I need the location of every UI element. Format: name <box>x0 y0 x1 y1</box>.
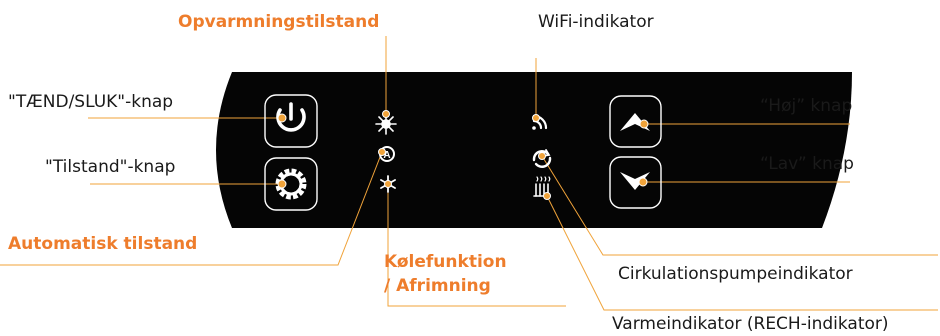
high-button <box>609 95 662 148</box>
power-button <box>264 94 318 148</box>
power-button-label: "TÆND/SLUK"-knap <box>8 92 174 112</box>
mode-button-label: "Tilstand"-knap <box>45 157 176 177</box>
circulation-pump-label: Cirkulationspumpeindikator <box>618 264 853 284</box>
low-button-label: “Lav” knap <box>760 154 854 174</box>
circulation-icon <box>532 149 552 168</box>
control-panel <box>216 72 852 228</box>
svg-text:A: A <box>383 150 390 161</box>
sun-icon <box>375 110 397 135</box>
heater-icon <box>533 176 551 200</box>
low-button <box>609 156 662 209</box>
mode-button <box>264 157 318 211</box>
high-button-label: “Høj” knap <box>760 96 853 116</box>
leader-lines <box>0 36 938 311</box>
wifi-indicator-label: WiFi-indikator <box>538 12 654 32</box>
auto-mode-label: Automatisk tilstand <box>8 234 198 254</box>
wifi-icon <box>532 114 548 130</box>
cooling-mode-label-line1: Kølefunktion <box>384 252 507 272</box>
auto-a-icon: A <box>378 146 395 162</box>
chevron-down-icon <box>620 172 650 190</box>
heater-indicator-label: Varmeindikator (RECH-indikator) <box>612 314 889 334</box>
cooling-mode-label-line2: / Afrimning <box>384 276 491 296</box>
snowflake-icon <box>380 175 396 193</box>
heating-mode-label: Opvarmningstilstand <box>178 12 380 32</box>
